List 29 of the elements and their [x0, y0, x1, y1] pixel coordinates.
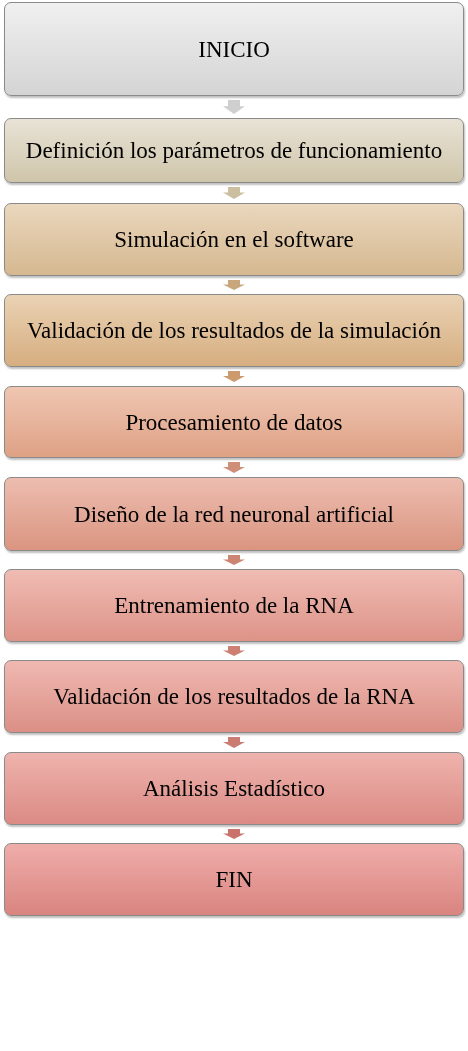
- step-label: Definición los parámetros de funcionamiento: [25, 138, 443, 163]
- process-box: [4, 386, 464, 458]
- process-box: [4, 203, 464, 276]
- step-label: FIN: [215, 867, 253, 892]
- process-box: [4, 660, 464, 733]
- step-label: INICIO: [198, 36, 270, 62]
- block-arrow: [223, 187, 245, 199]
- step-label: Procesamiento de datos: [125, 409, 343, 435]
- block-arrow: [223, 100, 245, 114]
- step-label: Diseño de la red neuronal artificial: [74, 501, 394, 527]
- block-arrow: [223, 280, 245, 290]
- process-box: [4, 118, 464, 183]
- block-arrow: [223, 462, 245, 473]
- process-box: [4, 569, 464, 642]
- block-arrow: [223, 555, 245, 565]
- block-arrow: [223, 646, 245, 656]
- step-label: Validación de los resultados de la simulación: [27, 318, 441, 343]
- step-label: Validación de los resultados de la RNA: [53, 684, 415, 709]
- process-box: [4, 2, 464, 96]
- step-label: Entrenamiento de la RNA: [114, 593, 354, 618]
- step-label: Análisis Estadístico: [142, 776, 326, 801]
- process-box: [4, 752, 464, 825]
- step-label: Simulación en el software: [114, 227, 354, 252]
- block-arrow: [223, 737, 245, 748]
- process-box: [4, 843, 464, 916]
- block-arrow: [223, 371, 245, 382]
- block-arrow: [223, 829, 245, 839]
- process-box: [4, 477, 464, 551]
- process-box: [4, 294, 464, 367]
